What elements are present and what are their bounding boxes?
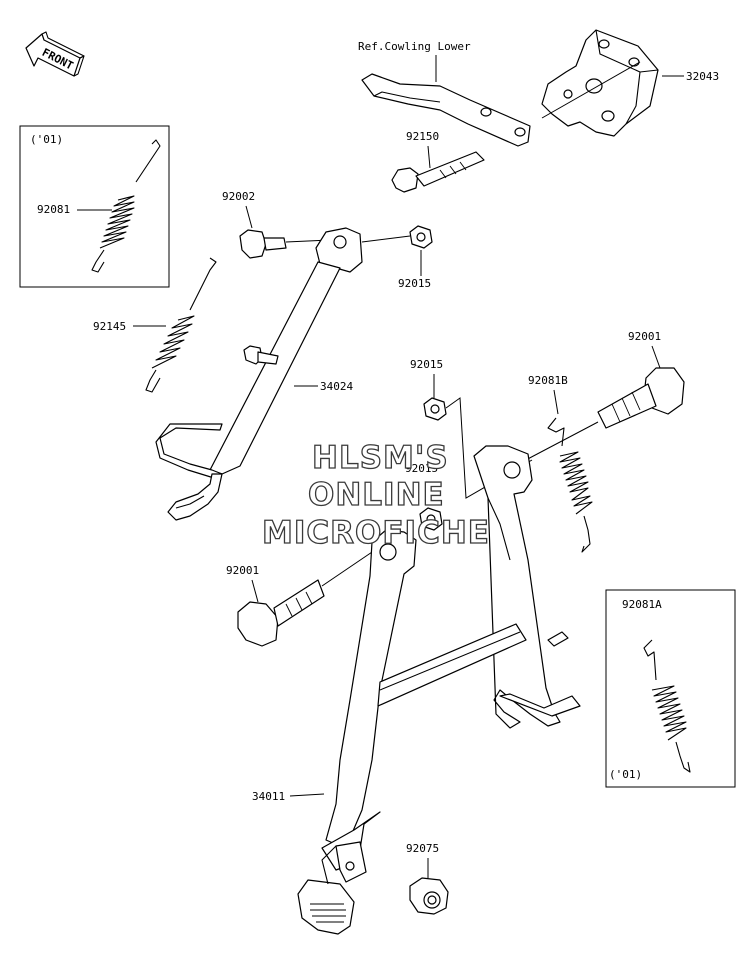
main-stand-34011 [297,445,581,935]
spring-92081A [643,639,691,773]
inset-left-label: ('01) [30,133,63,146]
nut-92015-lower [419,507,443,531]
bracket-32043 [541,29,659,137]
cap-nut-92075 [409,877,449,915]
label-34011: 34011 [252,790,285,803]
label-92081A: 92081A [622,598,662,611]
label-92015-top: 92015 [398,277,431,290]
nut-92015-mid [423,397,447,421]
inset-box-right [605,589,736,788]
bolt-92002 [239,229,287,259]
inset-box-left [19,125,170,288]
side-stand-34024 [155,227,363,521]
label-92015-mid: 92015 [410,358,443,371]
reference-note: Ref.Cowling Lower [358,40,471,53]
label-92081: 92081 [37,203,70,216]
bolt-92001-left [237,579,325,647]
spring-92145 [145,257,217,393]
label-92145: 92145 [93,320,126,333]
cowling-bracket [361,73,531,147]
bolt-92150 [391,151,485,193]
label-92075: 92075 [406,842,439,855]
label-92002: 92002 [222,190,255,203]
watermark-line3: MICROFICHE [262,515,490,551]
label-92001-right: 92001 [628,330,661,343]
watermark: HLSM'S ONLINE MICROFICHE [261,439,490,551]
front-arrow-icon: FRONT [25,31,85,77]
watermark-line1: HLSM'S [312,440,449,476]
watermark-line2: ONLINE [308,477,445,513]
label-32043: 32043 [686,70,719,83]
spring-92081 [91,139,161,273]
bolt-92001-right [597,367,685,429]
label-34024: 34024 [320,380,353,393]
inset-right-label: ('01) [609,768,642,781]
spring-92081B [547,417,593,553]
nut-92015-top [409,225,433,249]
label-92001-left: 92001 [226,564,259,577]
label-92081B: 92081B [528,374,568,387]
label-92015-lower: 92015 [405,462,438,475]
label-92150: 92150 [406,130,439,143]
